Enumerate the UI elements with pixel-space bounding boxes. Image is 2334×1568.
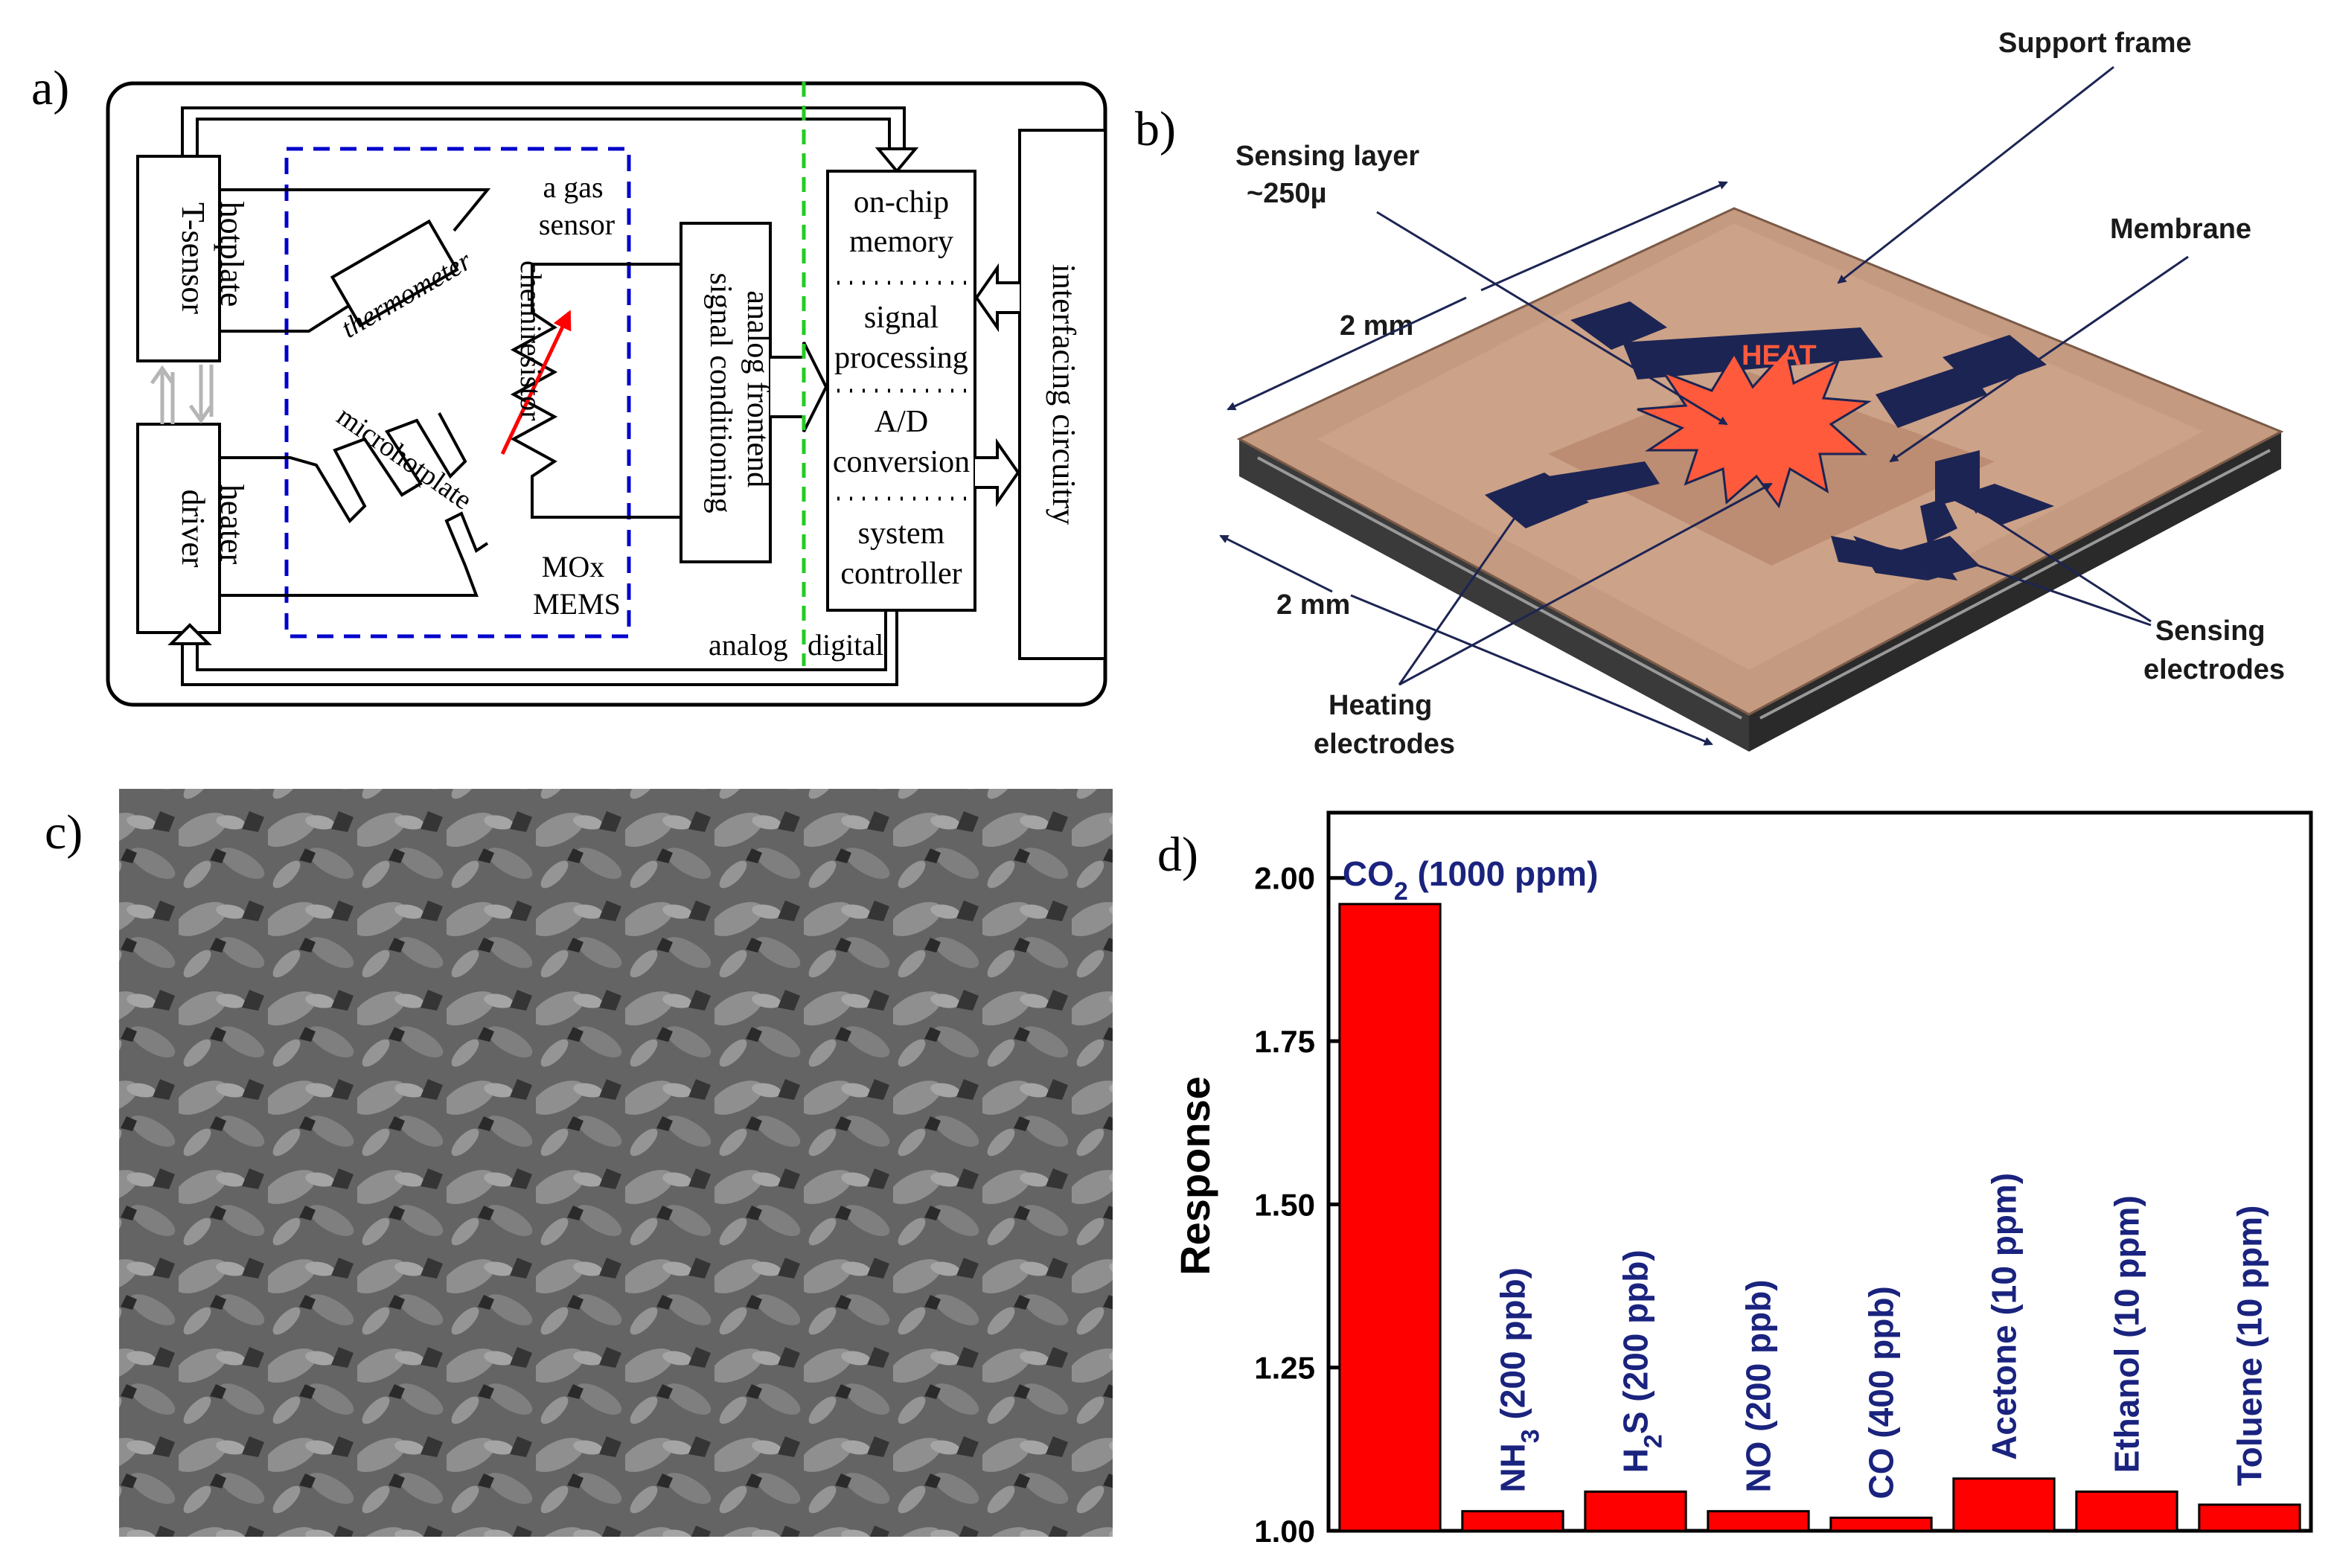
bar-category-label: CO2 (1000 ppm) [1343,854,1599,906]
heater-driver-block [136,423,221,634]
chart-yaxis: 1.00 1.25 1.50 1.75 2.00 [1254,861,1345,1549]
bidirectional-arrows [150,365,214,424]
panel-d: d) Response 1.00 1.25 1.50 1.75 2.00 CO2 (10… [1157,810,2313,1549]
bar-category-label: Toluene (10 ppm) [2231,1206,2269,1486]
y-tick-label: 1.25 [1254,1351,1315,1386]
digital-to-interface-arrow [975,438,1020,508]
bottom-bus [181,610,898,686]
sem-micrograph [119,789,1113,1537]
bar [1584,1490,1687,1532]
bar [1338,903,1442,1532]
microhotplate-label: microhotplate [331,400,478,516]
microhotplate-element [220,412,467,524]
hotplate-sensor-label: hotplate T-sensor [175,202,250,316]
panel-c: c) [45,789,1113,1537]
gas-sensor-label: a gas sensor [539,170,615,241]
bar-category-label: Ethanol (10 ppm) [2108,1195,2146,1473]
chart-ylabel: Response [1171,1076,1218,1276]
mox-mems-label: MOx MEMS [533,550,621,621]
bar [2198,1503,2301,1532]
microhotplate-wires [220,511,489,597]
analog-frontend-block [680,222,772,563]
chart-bars: CO2 (1000 ppm) NH3 (200 ppb) H2S (200 ppb)… [1338,854,2301,1532]
hotplate-sensor-block [136,155,221,362]
chemiresistor-wires [510,263,685,519]
frontend-to-digital-arrow [770,342,828,432]
bar [1829,1516,1933,1532]
bar [1707,1510,1810,1532]
panel-a-label: a) [31,61,69,115]
bar-category-label: H2S (200 ppb) [1617,1249,1668,1473]
bar-category-label: Acetone (10 ppm) [1985,1173,2024,1460]
analog-label: analog [709,628,788,662]
chart-plot-area [1326,810,2313,1533]
bar [1461,1510,1564,1532]
heat-label: HEAT [1742,340,1817,371]
panel-c-label: c) [45,805,83,860]
chemiresistor-arrow [500,310,572,455]
bar [1952,1477,2056,1532]
sensing-layer-label: Sensing layer ~250µ [1235,141,1427,209]
thermometer-element [330,219,459,328]
panel-b: b) HEAT Support frame [1135,28,2285,760]
panel-d-label: d) [1157,828,1198,882]
y-tick-label: 1.00 [1254,1514,1315,1549]
mems-dashed-box [284,147,631,639]
heating-electrodes-label: Heating electrodes [1314,690,1455,760]
y-tick-label: 1.50 [1254,1187,1315,1222]
panel-b-label: b) [1135,102,1176,156]
chemiresistor-label: chemiresistor [514,260,548,421]
digital-label: digital [808,628,883,662]
interface-to-digital-arrow [974,263,1020,333]
dimension-bottom-label: 2 mm [1276,589,1350,621]
analog-frontend-label: analog frontend signal conditioning [703,272,775,513]
heat-burst [1637,347,1872,509]
dimension-top-label: 2 mm [1340,310,1413,342]
annotation-pointers [1219,65,2189,746]
heater-driver-label: heater driver [175,484,250,572]
chip-side-right [1749,432,2281,752]
bar [2075,1490,2178,1532]
sensing-electrodes-label: Sensing electrodes [2143,615,2285,685]
y-tick-label: 2.00 [1254,861,1315,896]
bar-category-label: NO (200 ppb) [1739,1279,1778,1492]
support-frame-label: Support frame [1998,28,2192,59]
membrane-label: Membrane [2110,214,2251,245]
electrodes [1485,301,2054,580]
digital-block-separators [837,281,968,501]
panel-a: a) hotplate T-sensor heater driver [31,61,1107,707]
bar-category-label: CO (400 ppb) [1862,1286,1901,1499]
interfacing-block [1018,129,1107,660]
bar-category-label: NH3 (200 ppb) [1494,1267,1545,1493]
top-bus [181,106,906,156]
thermometer-wires [220,188,491,333]
interfacing-label: interfacing circuitry [1046,264,1082,525]
y-tick-label: 1.75 [1254,1024,1315,1059]
